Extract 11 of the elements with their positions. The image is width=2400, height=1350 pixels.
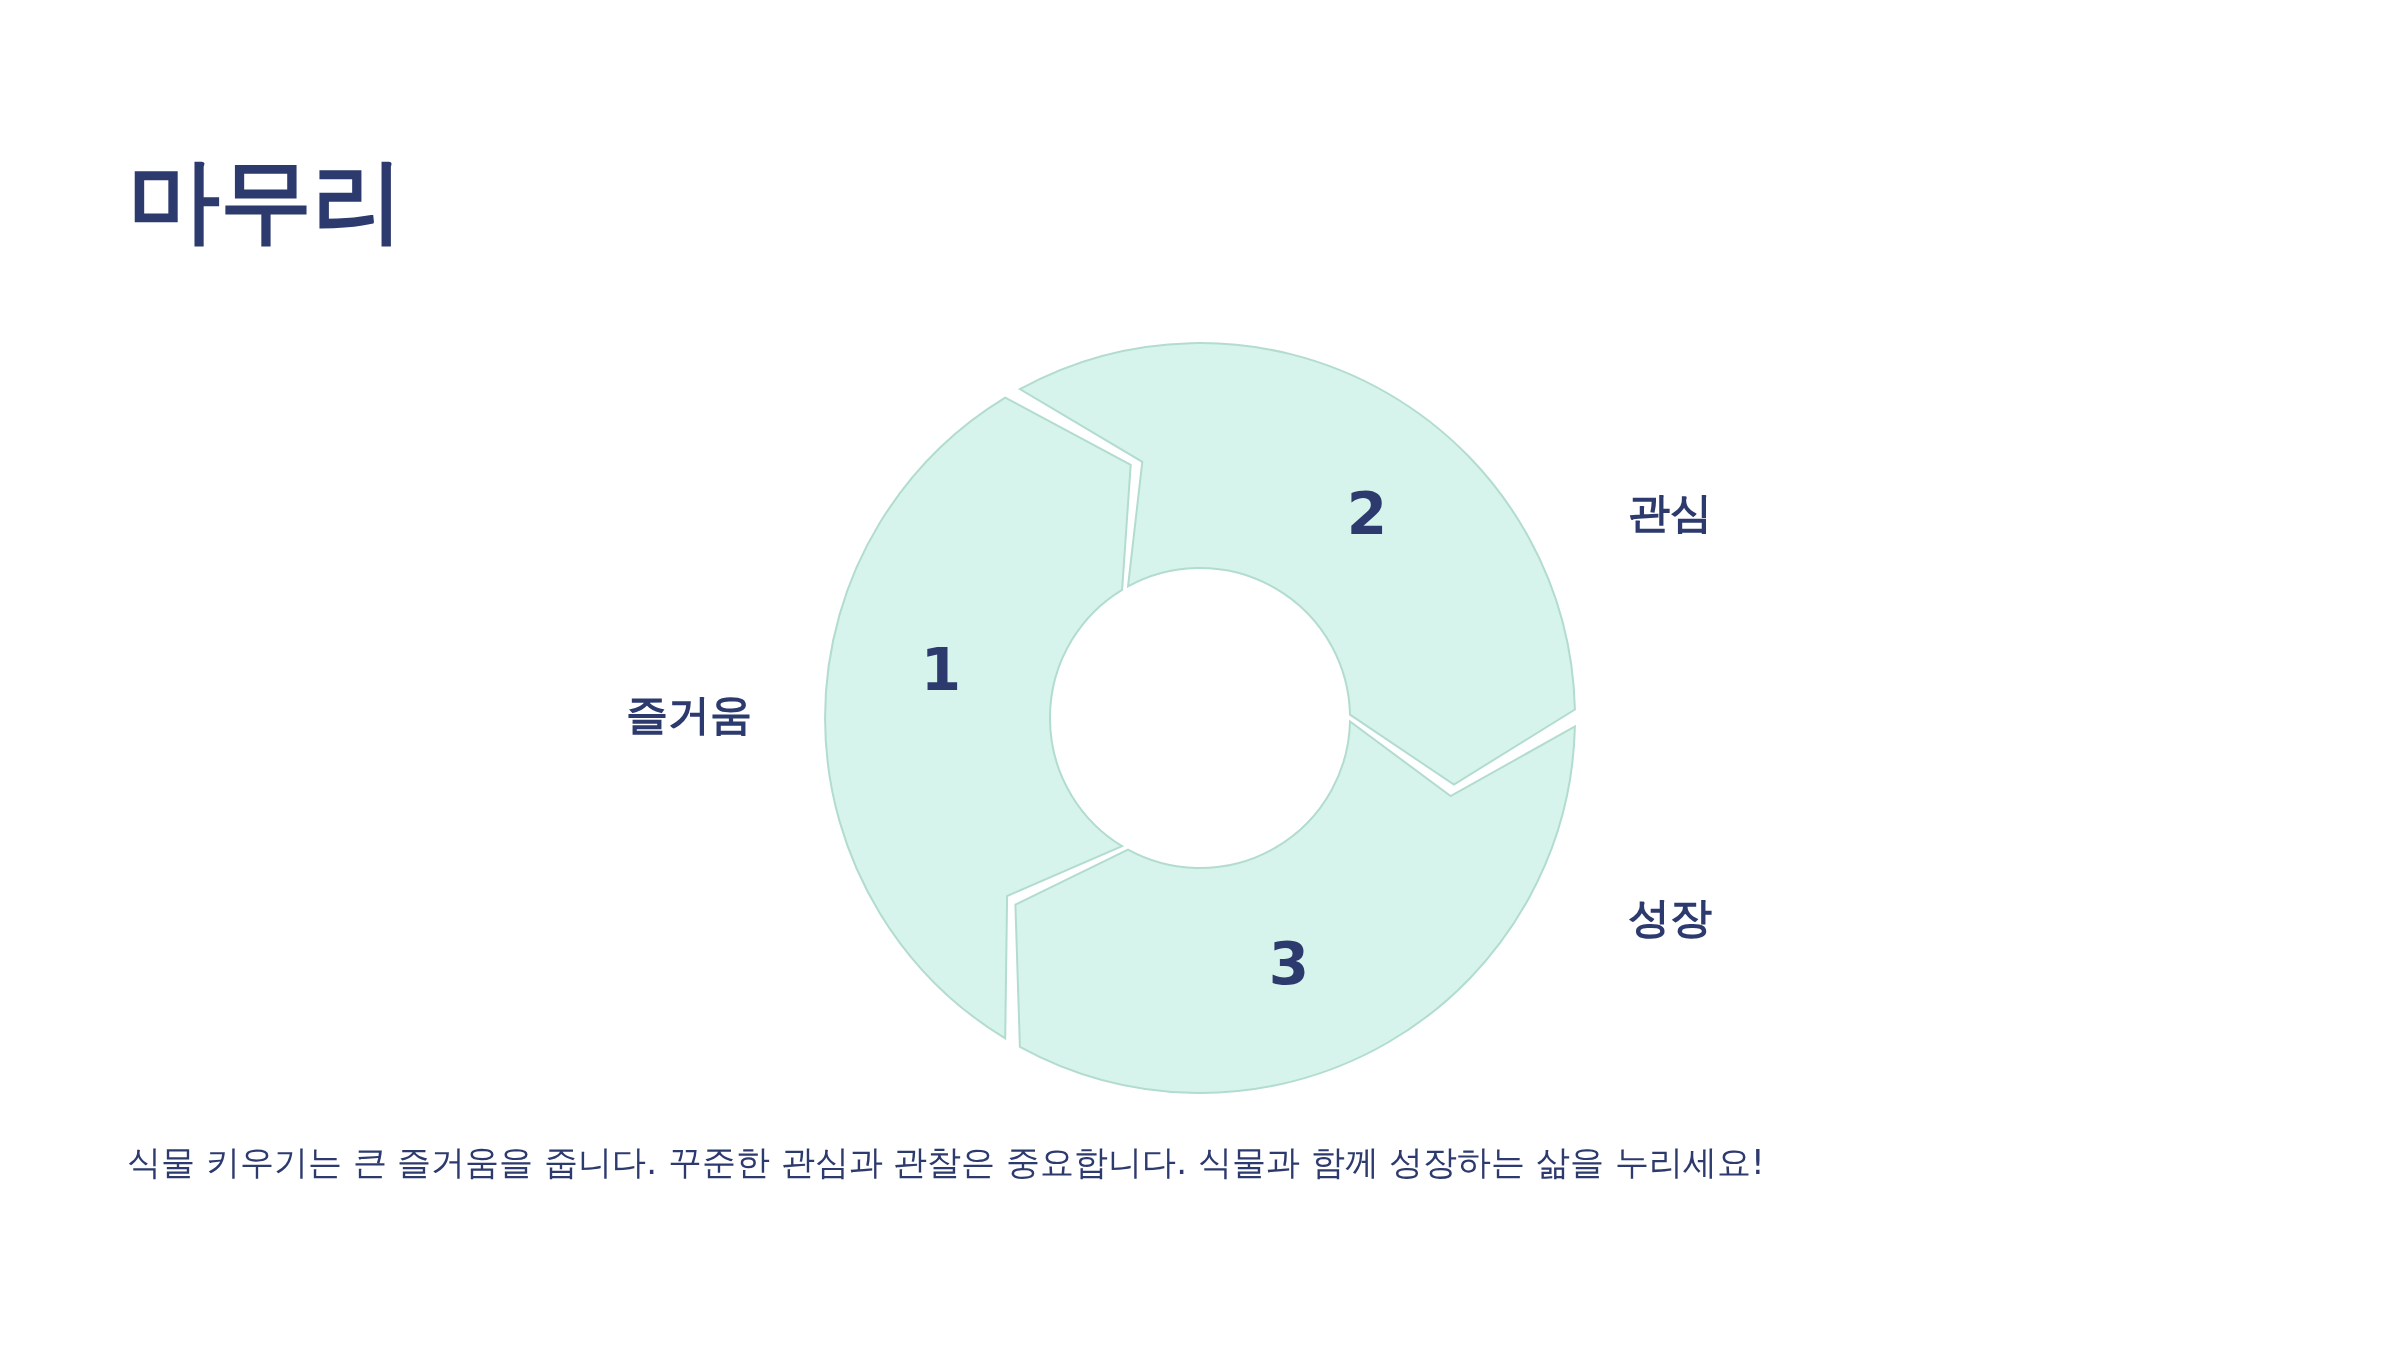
cycle-segment xyxy=(1018,342,1576,786)
slide-title: 마무리 xyxy=(128,150,404,252)
segment-label: 즐거움 xyxy=(626,691,752,739)
cycle-segment xyxy=(1014,720,1576,1094)
segment-label: 성장 xyxy=(1628,894,1712,942)
step-number: 1 xyxy=(920,641,962,699)
step-number: 2 xyxy=(1346,485,1388,543)
segment-label: 관심 xyxy=(1628,489,1712,537)
step-number: 3 xyxy=(1268,935,1310,993)
cycle-segment xyxy=(824,396,1132,1040)
caption-text: 식물 키우기는 큰 즐거움을 줍니다. 꾸준한 관심과 관찰은 중요합니다. 식물과 함께 성장하는 삶을 누리세요! xyxy=(127,1141,1765,1184)
